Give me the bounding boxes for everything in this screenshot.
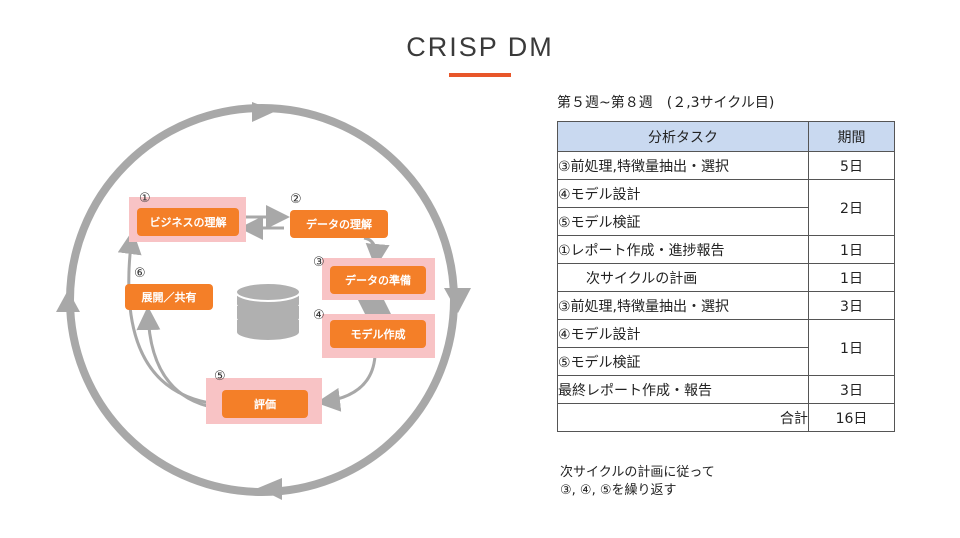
- period-cell: 1日: [808, 319, 895, 376]
- table-total-row: 合計 16日: [557, 403, 895, 432]
- step-number-5: ⑤: [214, 369, 226, 384]
- column-header-period: 期間: [808, 121, 895, 152]
- task-cell: ⑤モデル検証: [557, 347, 809, 376]
- step-business-understanding: ビジネスの理解: [137, 208, 239, 236]
- step-modeling: モデル作成: [330, 320, 426, 348]
- table-row: 次サイクルの計画 1日: [557, 263, 895, 292]
- task-cell: 次サイクルの計画: [557, 263, 809, 292]
- table-row: ③前処理,特徴量抽出・選択 3日: [557, 291, 895, 320]
- total-value: 16日: [808, 403, 895, 432]
- step-number-2: ②: [290, 192, 302, 207]
- table-row: ④モデル設計 1日: [557, 319, 895, 376]
- step-number-3: ③: [313, 255, 325, 270]
- step-number-1: ①: [139, 191, 151, 206]
- cycle-arrowhead-top: [252, 102, 276, 122]
- cycle-arrowhead-left: [56, 290, 80, 312]
- title-underline: [449, 73, 511, 77]
- table-row: ③前処理,特徴量抽出・選択 5日: [557, 151, 895, 180]
- total-label: 合計: [557, 403, 809, 432]
- step-deployment: 展開／共有: [125, 284, 213, 310]
- arrow-4-to-5: [316, 355, 377, 412]
- task-table: 分析タスク 期間 ③前処理,特徴量抽出・選択 5日 ④モデル設計 2日 ⑤モデル…: [557, 121, 895, 432]
- period-cell: 2日: [808, 179, 895, 236]
- note-line-2: ③, ④, ⑤を繰り返す: [560, 483, 677, 498]
- column-header-task: 分析タスク: [557, 121, 809, 152]
- step-evaluation: 評価: [222, 390, 308, 418]
- task-cell: ④モデル設計: [557, 319, 809, 348]
- step-data-understanding: データの理解: [290, 210, 388, 238]
- cycle-graphic: [56, 102, 471, 500]
- table-row: ①レポート作成・進捗報告 1日: [557, 235, 895, 264]
- page-title: CRISP DM: [406, 32, 554, 62]
- arrow-5-to-1: [117, 230, 217, 406]
- period-cell: 1日: [808, 263, 895, 292]
- step-data-preparation: データの準備: [330, 266, 426, 294]
- period-cell: 1日: [808, 235, 895, 264]
- schedule-heading: 第５週~第８週 (２,3サイクル目): [557, 95, 775, 111]
- step-number-4: ④: [313, 308, 325, 323]
- table-header-row: 分析タスク 期間: [557, 121, 895, 152]
- task-cell: ③前処理,特徴量抽出・選択: [557, 151, 809, 180]
- period-cell: 3日: [808, 291, 895, 320]
- period-cell: 3日: [808, 375, 895, 404]
- step-number-6: ⑥: [134, 266, 146, 281]
- database-icon: [235, 282, 301, 342]
- task-cell: ⑤モデル検証: [557, 207, 809, 236]
- table-row: 最終レポート作成・報告 3日: [557, 375, 895, 404]
- note-line-1: 次サイクルの計画に従って: [560, 465, 715, 480]
- arrow-5-to-6: [136, 306, 217, 410]
- task-cell: ④モデル設計: [557, 179, 809, 208]
- task-cell: 最終レポート作成・報告: [557, 375, 809, 404]
- period-cell: 5日: [808, 151, 895, 180]
- task-cell: ③前処理,特徴量抽出・選択: [557, 291, 809, 320]
- crisp-dm-diagram: ビジネスの理解 データの理解 データの準備 モデル作成 評価 展開／共有 ① ②…: [56, 102, 471, 500]
- table-row: ④モデル設計 2日: [557, 179, 895, 236]
- cycle-arrowhead-right: [444, 288, 471, 313]
- repeat-note: 次サイクルの計画に従って ③, ④, ⑤を繰り返す: [560, 464, 715, 500]
- cycle-arrowhead-bottom: [258, 478, 282, 500]
- task-cell: ①レポート作成・進捗報告: [557, 235, 809, 264]
